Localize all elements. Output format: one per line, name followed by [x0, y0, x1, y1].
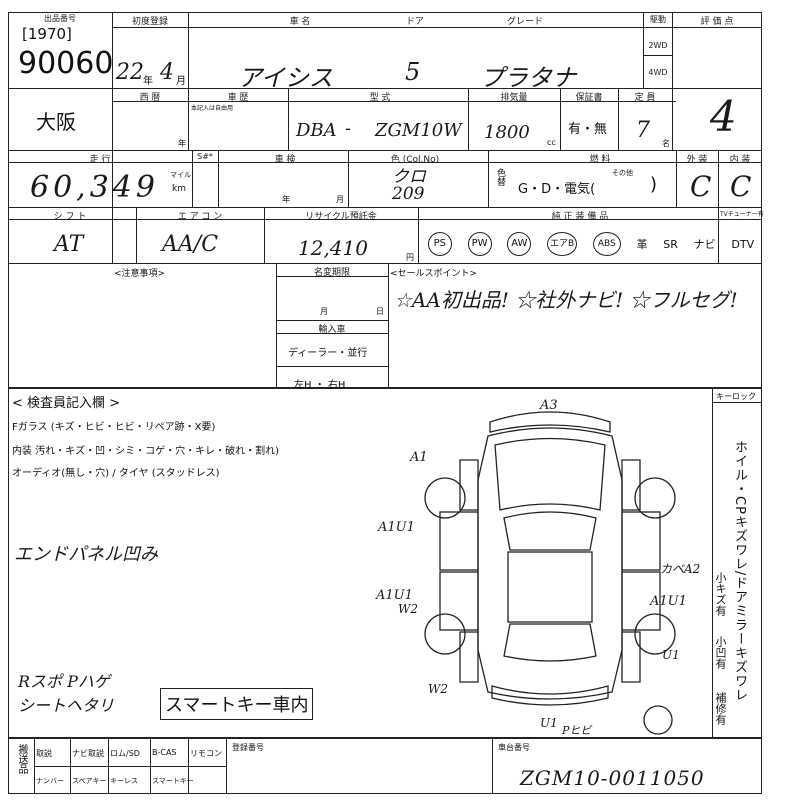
equip-navi: ナビ: [693, 238, 716, 251]
lot-label: 出品番号: [44, 14, 76, 23]
lot-code: [1970]: [22, 25, 72, 43]
color-code: 209: [392, 184, 425, 204]
equip-airbag: エアB: [547, 232, 578, 256]
region: 大阪: [36, 110, 76, 134]
equip-aw: AW: [507, 232, 532, 256]
diag-label-u1-b: U1: [540, 716, 558, 730]
shift: AT: [54, 232, 84, 257]
equip-dtv: DTV: [731, 237, 755, 251]
car-name: アイシス: [238, 64, 333, 92]
interior: C: [730, 170, 752, 203]
note-seat: シートヘタリ: [18, 696, 115, 715]
note-rspoiler: Rスポ Pハゲ: [18, 672, 110, 691]
lot-number: 90060: [18, 46, 114, 81]
mileage: 60,349: [30, 170, 159, 205]
car-name-label: 車 名: [289, 17, 311, 27]
equipment-list: PS PW AW エアB ABS 革 SR ナビ DTV: [420, 230, 762, 258]
first-reg-label: 初度登録: [131, 17, 168, 27]
diag-label-w2-a: W2: [398, 602, 418, 616]
type-prefix: DBA: [296, 120, 337, 141]
doors: 5: [405, 58, 421, 86]
diag-label-u1-a: U1: [662, 648, 680, 662]
diag-label-a1u1-a: A1U1: [378, 520, 415, 535]
smartkey-note: スマートキー車内: [160, 688, 314, 720]
equip-pw: PW: [467, 232, 492, 256]
fuel: G・D・電気(: [518, 182, 596, 197]
inspection-frame: [8, 388, 762, 738]
diag-label-a1u1-c: A1U1: [650, 594, 687, 609]
diag-label-w2-b: W2: [428, 682, 448, 696]
chassis-number: ZGM10-0011050: [520, 766, 705, 790]
diag-label-phibi: Pヒビ: [562, 724, 592, 737]
car-diagram: [424, 411, 676, 735]
score: 4: [710, 92, 737, 141]
equip-abs: ABS: [592, 232, 621, 256]
diag-label-a3: A3: [540, 398, 558, 413]
recycle-amount: 12,410: [298, 236, 368, 260]
equip-ps: PS: [427, 232, 452, 256]
inspection-title: < 検査員記入欄 >: [12, 396, 121, 411]
grade: プラタナ: [480, 64, 576, 92]
color-name: クロ: [392, 167, 426, 187]
drive-4wd: 4WD: [648, 68, 668, 77]
equip-sr: SR: [663, 237, 678, 251]
notes-label: <注意事項>: [114, 269, 166, 279]
warranty: 有・無: [568, 122, 608, 137]
drive-2wd: 2WD: [648, 41, 668, 50]
first-reg-year: 22: [116, 60, 144, 85]
side-note: ホイル・CPキズワレ/ドアミラーキズワレ: [732, 440, 747, 703]
delivery-label: 搬送品: [16, 744, 27, 774]
diag-label-a1u1-b: A1U1: [376, 588, 413, 603]
sales-point: ☆AA初出品! ☆社外ナビ! ☆フルセグ!: [394, 288, 738, 312]
footer-frame: [8, 738, 762, 794]
sheet-frame: [8, 12, 762, 388]
aircon: AA/C: [162, 232, 219, 257]
equip-leather: 革: [636, 238, 648, 251]
diag-label-a1: A1: [410, 450, 428, 465]
type-code: ZGM10W: [375, 120, 462, 141]
first-reg-month: 4: [160, 60, 174, 85]
exterior: C: [690, 170, 712, 203]
note-end-panel: エンドパネル凹み: [14, 544, 158, 565]
displacement: 1800: [484, 122, 530, 143]
diag-label-kabe: カベA2: [660, 562, 701, 576]
capacity: 7: [636, 118, 650, 143]
